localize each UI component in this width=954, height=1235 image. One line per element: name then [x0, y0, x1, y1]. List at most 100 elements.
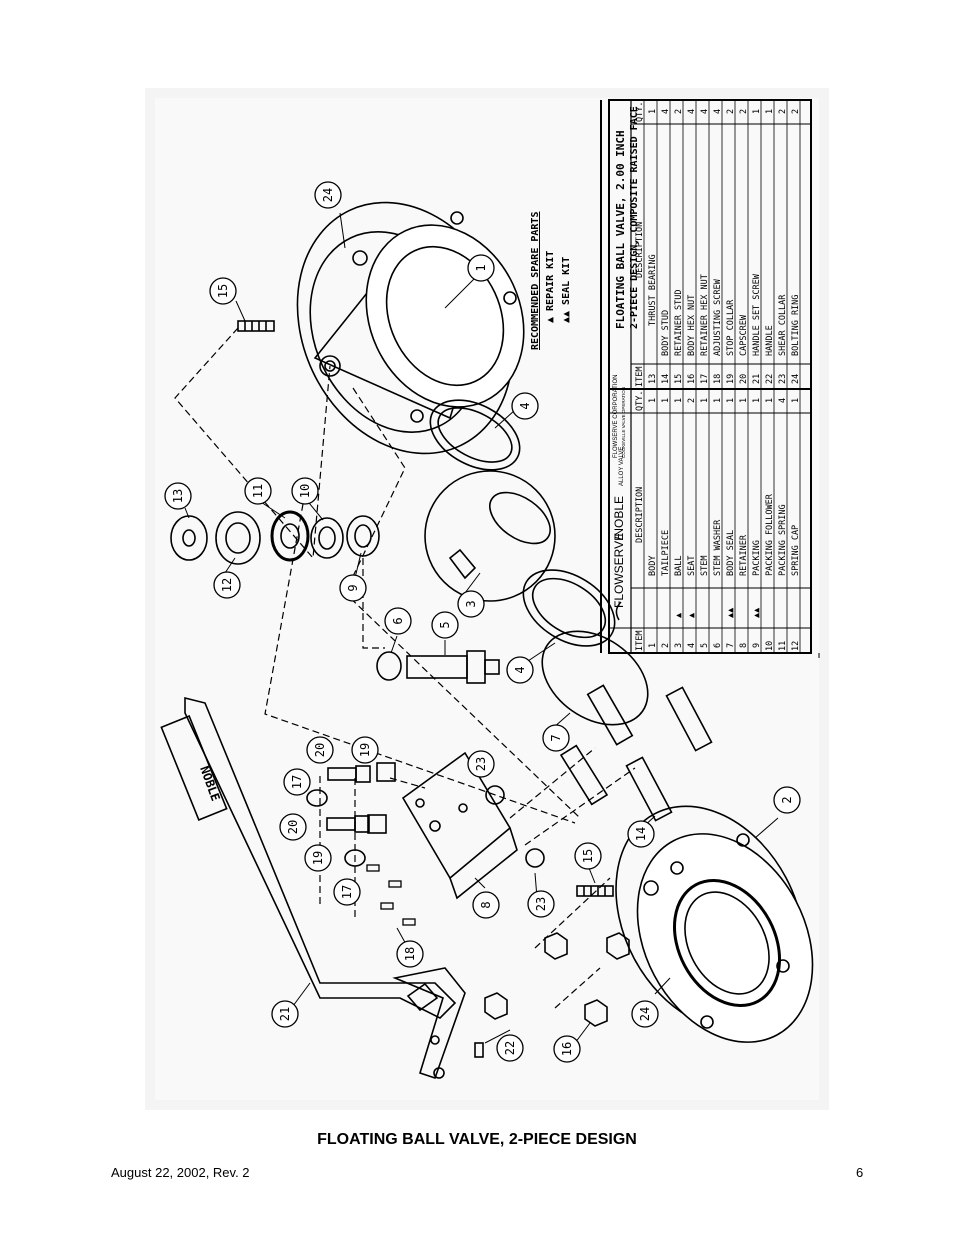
- header-description-right: DESCRIPTION: [635, 222, 645, 278]
- table-row: 1: [726, 398, 736, 403]
- table-row: 11: [778, 641, 788, 651]
- repair-kit-legend: ▲ REPAIR KIT: [545, 251, 556, 323]
- table-row: 9: [752, 643, 762, 648]
- table-row: SHEAR COLLAR: [778, 294, 788, 356]
- table-row: 2: [674, 109, 684, 114]
- table-row: 18: [713, 374, 723, 384]
- svg-text:15: 15: [216, 284, 230, 298]
- table-row: ▲: [687, 612, 697, 618]
- callout-17-upper: 17: [283, 768, 311, 796]
- table-row: 22: [765, 374, 775, 384]
- svg-text:21: 21: [278, 1007, 292, 1021]
- assembly-drawing: NOBLE: [160, 201, 814, 1080]
- table-row: 2: [661, 643, 671, 648]
- retainer-stud-lower: [576, 885, 614, 897]
- brand-noble: /NOBLE: [612, 496, 626, 540]
- table-row: PACKING FOLLOWER: [765, 493, 775, 576]
- svg-text:7: 7: [549, 734, 563, 741]
- body-seal: [541, 630, 649, 726]
- callout-16: 16: [553, 1035, 581, 1063]
- table-row: 1: [713, 398, 723, 403]
- callout-12: 12: [213, 571, 241, 599]
- svg-text:10: 10: [298, 484, 312, 498]
- parts-right-rows: 13 THRUST BEARING 1 14 BODY STUD 4 15 RE…: [648, 109, 801, 384]
- brand-operation: COOKEVILLE VALVE OPERATION: [621, 387, 626, 458]
- header-description-left: DESCRIPTION: [635, 487, 645, 543]
- svg-text:19: 19: [358, 743, 372, 757]
- svg-text:4: 4: [518, 402, 532, 409]
- parts-table: FLOATING BALL VALVE, 2.00 INCH 2-PIECE D…: [600, 99, 820, 658]
- tailpiece: [615, 805, 814, 1043]
- callout-15-upper: 15: [209, 277, 237, 305]
- callout-15-lower: 15: [574, 842, 602, 870]
- table-row: 7: [726, 643, 736, 648]
- table-row: 1: [700, 398, 710, 403]
- table-row: 24: [791, 374, 801, 384]
- svg-text:3: 3: [464, 600, 478, 607]
- figure-caption: FLOATING BALL VALVE, 2-PIECE DESIGN: [317, 1131, 637, 1148]
- header-qty-left: QTY.: [635, 391, 645, 411]
- adjusting-screws: [366, 864, 416, 926]
- table-row: 1: [648, 643, 658, 648]
- stem: [376, 650, 500, 684]
- callout-24-upper: 24: [314, 181, 342, 209]
- svg-text:1: 1: [474, 264, 488, 271]
- table-row: 15: [674, 374, 684, 384]
- table-row: ▲▲: [752, 607, 762, 618]
- svg-text:14: 14: [634, 827, 648, 841]
- svg-text:20: 20: [286, 820, 300, 834]
- parts-left-rows: 1 BODY 1 2 TAILPIECE 1 3 ▲ BALL 1 4 ▲ SE…: [648, 398, 801, 651]
- table-row: 2: [791, 109, 801, 114]
- table-row: 17: [700, 374, 710, 384]
- table-row: 3: [674, 643, 684, 648]
- table-row: 5: [700, 643, 710, 648]
- hex-nuts: [484, 932, 630, 1027]
- svg-text:13: 13: [171, 489, 185, 503]
- callout-6: 6: [384, 607, 412, 635]
- table-row: BODY STUD: [661, 310, 671, 356]
- seat-upper: [429, 399, 521, 471]
- callout-23-lower: 23: [527, 890, 555, 918]
- table-row: 1: [739, 398, 749, 403]
- callout-7: 7: [542, 724, 570, 752]
- svg-text:8: 8: [479, 901, 493, 908]
- table-row: 2: [778, 109, 788, 114]
- recommended-title: RECOMMENDED SPARE PARTS: [530, 212, 541, 350]
- svg-text:19: 19: [311, 851, 325, 865]
- callout-17-lower: 17: [333, 878, 361, 906]
- callout-13: 13: [164, 482, 192, 510]
- svg-text:22: 22: [503, 1041, 517, 1055]
- svg-text:9: 9: [346, 584, 360, 591]
- callout-23-upper: 23: [467, 750, 495, 778]
- table-row: 4: [687, 643, 697, 648]
- page-number: 6: [856, 1165, 864, 1180]
- table-row: HANDLE SET SCREW: [752, 273, 762, 356]
- callout-2: 2: [773, 786, 801, 814]
- callout-20-upper: 20: [306, 736, 334, 764]
- table-row: STEM WASHER: [713, 519, 723, 576]
- table-row: 1: [752, 109, 762, 114]
- svg-text:23: 23: [474, 757, 488, 771]
- callout-24-lower: 24: [631, 1000, 659, 1028]
- table-row: 8: [739, 643, 749, 648]
- retainer: [401, 751, 518, 900]
- table-row: PACKING: [752, 540, 762, 576]
- capscrews: [306, 762, 545, 868]
- table-row: 4: [700, 109, 710, 114]
- table-row: BODY SEAL: [726, 530, 736, 576]
- table-row-lines: [643, 100, 801, 653]
- table-row: ▲▲: [726, 607, 736, 618]
- table-row: BALL: [674, 556, 684, 576]
- table-row: 1: [648, 109, 658, 114]
- table-row: 1: [648, 398, 658, 403]
- table-row: 10: [765, 641, 775, 651]
- table-row: 4: [661, 109, 671, 114]
- table-row: BODY HEX NUT: [687, 295, 697, 356]
- table-row: HANDLE: [765, 325, 775, 356]
- table-row: CAPSCREW: [739, 314, 749, 356]
- callout-leaders: [184, 212, 779, 1044]
- svg-text:24: 24: [638, 1007, 652, 1021]
- table-row: 1: [752, 398, 762, 403]
- table-row: 1: [765, 109, 775, 114]
- footer-date: August 22, 2002, Rev. 2: [111, 1165, 250, 1180]
